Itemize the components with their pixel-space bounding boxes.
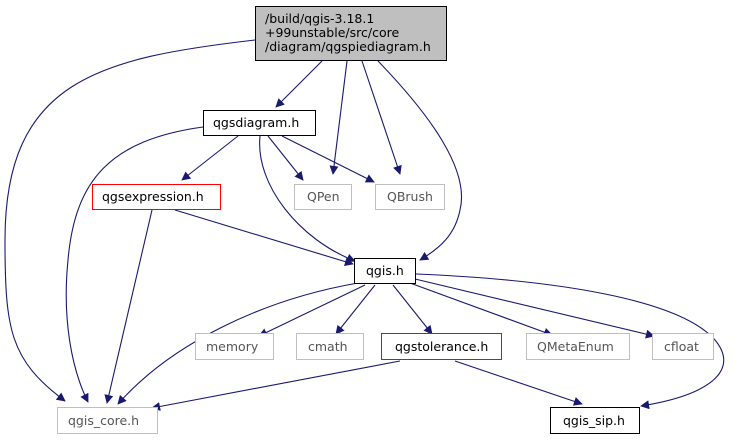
node-cfloat-box	[652, 333, 714, 360]
node-root-label-line-3: /diagram/qgspiediagram.h	[265, 39, 431, 54]
node-qgsexpression-label[interactable]: qgsexpression.h	[102, 189, 204, 204]
edge-qgsdiagram-qgsexpression	[181, 135, 239, 181]
node-root-label-line-1: /build/qgis-3.18.1	[265, 11, 375, 26]
edge-root-qpen	[329, 60, 348, 175]
node-qgis-sip-box	[550, 407, 640, 434]
node-root-label-line-2: +99unstable/src/core	[265, 25, 400, 40]
node-cmath-box	[296, 333, 364, 360]
edge-qgsdiagram-qgis	[259, 135, 356, 263]
node-qbrush-label: QBrush	[387, 189, 433, 204]
node-qgis-sip-label[interactable]: qgis_sip.h	[563, 413, 625, 428]
node-qmetaenum-label: QMetaEnum	[537, 339, 614, 354]
node-qmetaenum-box	[526, 333, 630, 360]
edge-qgis-qmetaenum	[409, 282, 553, 337]
node-root-box	[255, 6, 447, 61]
edge-qgstolerance-qgis-sip	[454, 360, 583, 406]
edge-qgis-qgstolerance	[392, 284, 433, 335]
node-qbrush-box	[375, 184, 445, 210]
edge-qgsdiagram-qgis-core	[65, 126, 204, 403]
node-qgstolerance-box	[381, 333, 502, 360]
node-qpen-label: QPen	[307, 189, 340, 204]
edge-root-qgis	[377, 60, 462, 261]
node-qgsdiagram-box	[203, 110, 316, 136]
edge-qgsexpression-qgis	[174, 209, 354, 266]
edge-root-qgsdiagram	[275, 60, 323, 108]
node-qgis-label[interactable]: qgis.h	[366, 263, 404, 278]
node-memory-label: memory	[206, 339, 259, 354]
edge-qgstolerance-qgis-core	[151, 360, 401, 411]
edge-qgis-cmath	[335, 284, 376, 335]
node-cfloat-label: cfloat	[664, 339, 699, 354]
edge-qgis-qgis-core	[117, 282, 359, 405]
node-qgsdiagram-label[interactable]: qgsdiagram.h	[213, 115, 300, 130]
edge-qgis-memory	[258, 284, 366, 337]
node-qgis-core-box	[57, 407, 158, 434]
node-qgsexpression-box	[92, 184, 221, 210]
edge-qgis-qgis-sip	[415, 273, 725, 410]
edge-qgsdiagram-qpen	[267, 135, 304, 181]
node-qgstolerance-label[interactable]: qgstolerance.h	[395, 339, 489, 354]
edge-qgsdiagram-qbrush	[281, 135, 375, 183]
edge-qgsexpression-qgis-core	[104, 209, 153, 404]
edge-qgis-cfloat	[414, 278, 655, 339]
edge-root-qbrush	[361, 60, 402, 175]
node-qgis-box	[354, 258, 416, 284]
node-qgis-core-label: qgis_core.h	[68, 413, 140, 428]
edge-root-qgis-core	[4, 39, 256, 402]
node-cmath-label: cmath	[308, 339, 348, 354]
node-memory-box	[195, 333, 274, 360]
node-qpen-box	[294, 184, 352, 210]
